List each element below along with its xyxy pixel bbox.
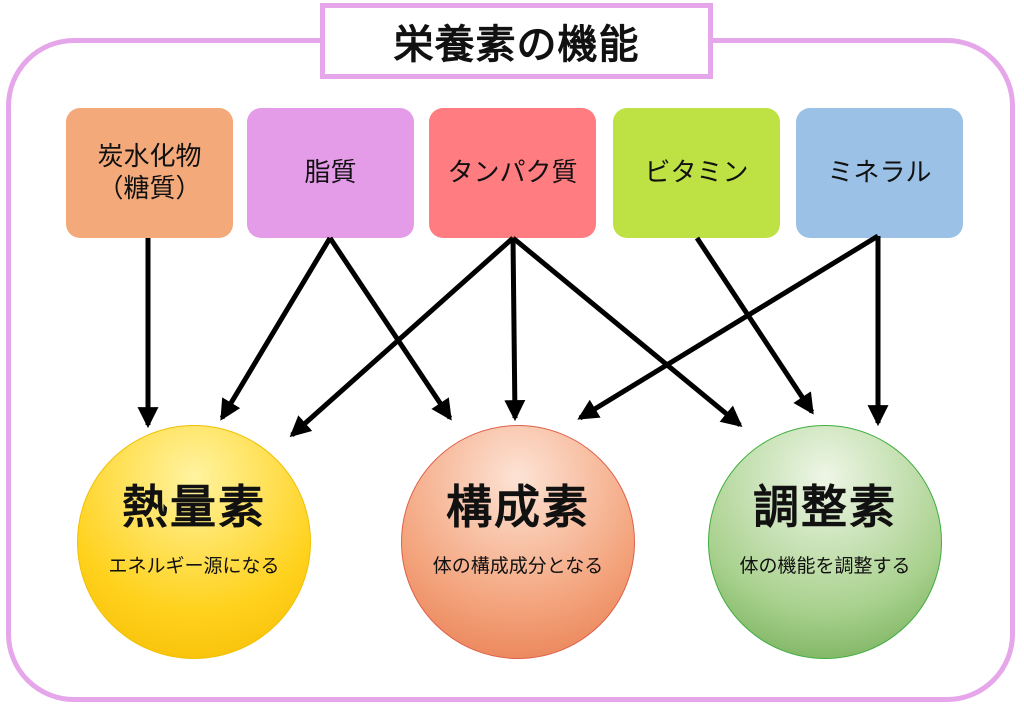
arrow-ビタミン-to-調整素 bbox=[694, 236, 815, 415]
nutrient-lipid-label: 脂質 bbox=[304, 157, 357, 188]
function-regulation-circle: 調整素 体の機能を調整する bbox=[708, 425, 942, 659]
nutrient-vitamin-box: ビタミン bbox=[613, 108, 780, 238]
arrow-タンパク質-to-熱量素 bbox=[289, 236, 515, 438]
function-regulation-desc: 体の機能を調整する bbox=[739, 554, 911, 577]
function-regulation-name: 調整素 bbox=[753, 479, 897, 534]
arrow-脂質-to-構成素 bbox=[327, 236, 453, 421]
nutrient-mineral-box: ミネラル bbox=[796, 108, 963, 238]
function-energy-desc: エネルギー源になる bbox=[108, 554, 280, 577]
function-structure-desc: 体の構成成分となる bbox=[432, 554, 604, 577]
function-energy-name: 熱量素 bbox=[122, 479, 266, 534]
nutrient-carbohydrate-label: 炭水化物 bbox=[97, 141, 202, 172]
nutrient-carbohydrate-box: 炭水化物 （糖質） bbox=[66, 108, 233, 238]
nutrient-mineral-label: ミネラル bbox=[827, 157, 932, 188]
function-energy-circle: 熱量素 エネルギー源になる bbox=[77, 425, 311, 659]
function-structure-circle: 構成素 体の構成成分となる bbox=[401, 425, 635, 659]
arrow-タンパク質-to-調整素 bbox=[511, 236, 743, 428]
nutrient-lipid-box: 脂質 bbox=[247, 108, 414, 238]
diagram-title: 栄養素の機能 bbox=[320, 3, 713, 79]
arrow-脂質-to-熱量素 bbox=[219, 236, 333, 421]
nutrient-carbohydrate-sublabel: （糖質） bbox=[97, 174, 202, 204]
arrow-タンパク質-to-構成素 bbox=[504, 237, 526, 422]
nutrient-vitamin-label: ビタミン bbox=[644, 157, 749, 188]
function-structure-name: 構成素 bbox=[446, 479, 590, 534]
nutrient-protein-label: タンパク質 bbox=[447, 157, 578, 188]
arrow-ミネラル-to-構成素 bbox=[577, 233, 880, 421]
nutrient-protein-box: タンパク質 bbox=[429, 108, 596, 238]
